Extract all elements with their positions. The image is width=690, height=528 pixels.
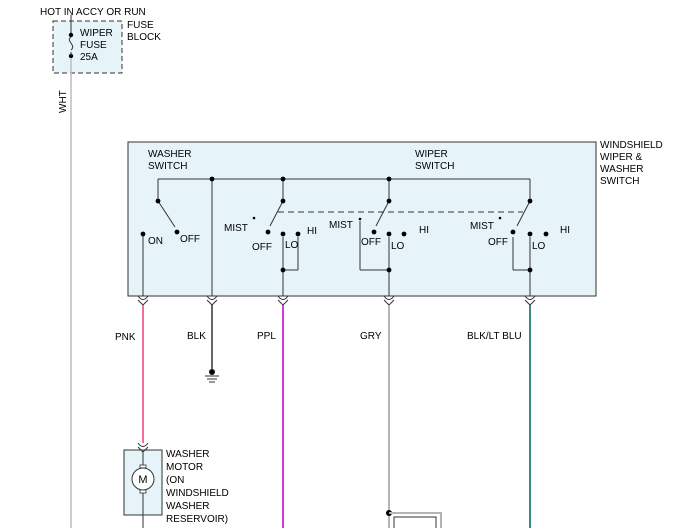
section1-off-label: OFF bbox=[252, 242, 272, 253]
fuse-block bbox=[52, 20, 123, 74]
wiper-switch-section-1-dots bbox=[252, 198, 301, 273]
motor-label-line2: MOTOR bbox=[166, 462, 203, 473]
washer-switch-contacts bbox=[142, 200, 176, 296]
motor-symbol-label: M bbox=[138, 474, 147, 486]
module-title-line3: WASHER bbox=[600, 164, 644, 175]
internal-bus bbox=[157, 178, 531, 296]
module-title-line2: WIPER & bbox=[600, 152, 643, 163]
switch-module-box bbox=[127, 141, 597, 297]
motor-label-line4: WINDSHIELD bbox=[166, 488, 229, 499]
section3-lo-label: LO bbox=[532, 241, 546, 252]
ground-icon bbox=[205, 368, 219, 383]
wht-wire-label: WHT bbox=[58, 90, 69, 113]
fuse-label-line3: 25A bbox=[80, 52, 98, 63]
blk-lt-blu-wire-label: BLK/LT BLU bbox=[467, 331, 522, 342]
washer-switch-label-line1: WASHER bbox=[148, 149, 192, 160]
module-title-line4: SWITCH bbox=[600, 176, 639, 187]
wiper-switch-label-line2: SWITCH bbox=[415, 161, 454, 172]
section3-off-label: OFF bbox=[488, 237, 508, 248]
wiper-switch-section-1 bbox=[269, 200, 299, 296]
bus-junction-dots bbox=[209, 176, 392, 182]
motor-label-line3: (ON bbox=[166, 475, 184, 486]
blk-wire-label: BLK bbox=[187, 331, 206, 342]
washer-off-label: OFF bbox=[180, 234, 200, 245]
gry-wire-label: GRY bbox=[360, 331, 382, 342]
section2-lo-label: LO bbox=[391, 241, 405, 252]
washer-switch-dots bbox=[140, 198, 180, 237]
section2-mist-label: MIST bbox=[329, 220, 353, 231]
motor-icon bbox=[131, 464, 155, 494]
gry-branch-wire bbox=[389, 512, 442, 528]
connector-markers bbox=[137, 295, 536, 306]
washer-on-label: ON bbox=[148, 236, 163, 247]
wiper-switch-section-2-dots bbox=[358, 198, 407, 273]
motor-label-line6: RESERVOIR) bbox=[166, 514, 228, 525]
wiper-switch-label-line1: WIPER bbox=[415, 149, 448, 160]
washer-switch-label-line2: SWITCH bbox=[148, 161, 187, 172]
section1-hi-label: HI bbox=[307, 226, 317, 237]
ppl-wire-label: PPL bbox=[257, 331, 276, 342]
motor-label-line5: WASHER bbox=[166, 501, 210, 512]
fuse-icon bbox=[68, 15, 74, 59]
module-title-line1: WINDSHIELD bbox=[600, 140, 663, 151]
section2-hi-label: HI bbox=[419, 225, 429, 236]
wiper-switch-section-3-dots bbox=[498, 198, 549, 273]
section1-mist-label: MIST bbox=[224, 223, 248, 234]
fuse-block-label-line2: BLOCK bbox=[127, 32, 161, 43]
fuse-block-label-line1: FUSE bbox=[127, 20, 154, 31]
wiper-switch-section-3 bbox=[512, 200, 531, 296]
motor-label-line1: WASHER bbox=[166, 449, 210, 460]
section2-off-label: OFF bbox=[361, 237, 381, 248]
section1-lo-label: LO bbox=[285, 240, 299, 251]
fuse-label-line2: FUSE bbox=[80, 40, 107, 51]
pnk-wire-label: PNK bbox=[115, 332, 136, 343]
hot-in-accy-or-run-label: HOT IN ACCY OR RUN bbox=[40, 7, 146, 18]
fuse-label-line1: WIPER bbox=[80, 28, 113, 39]
gry-branch-component bbox=[393, 516, 437, 528]
section3-mist-label: MIST bbox=[470, 221, 494, 232]
wiper-switch-section-2 bbox=[359, 200, 390, 296]
section3-hi-label: HI bbox=[560, 225, 570, 236]
